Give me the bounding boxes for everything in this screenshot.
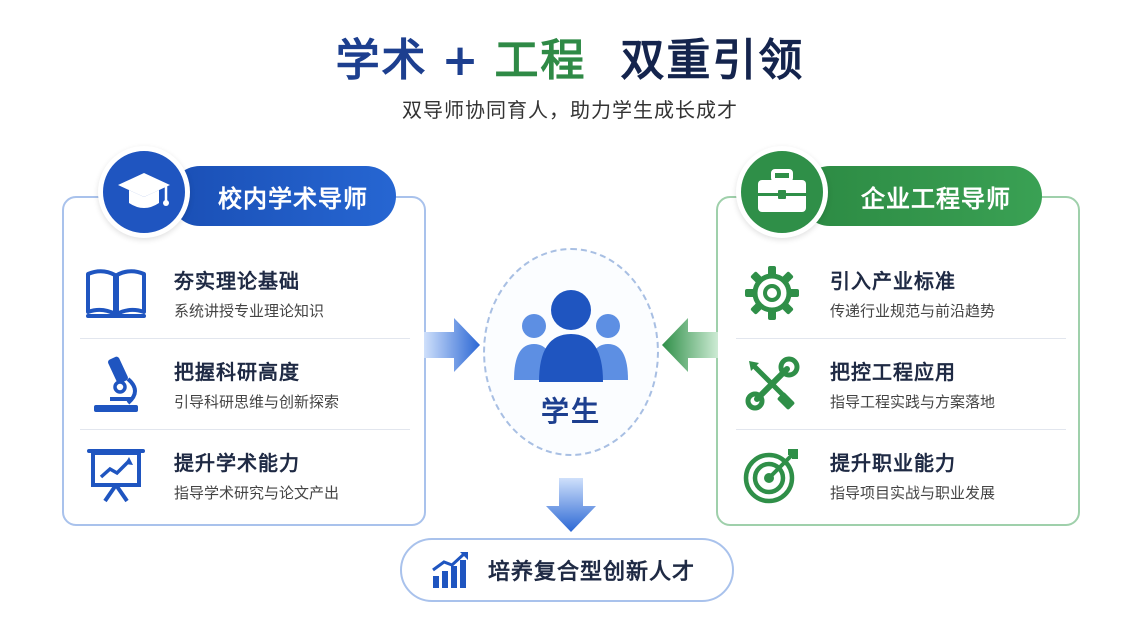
title-engineering: 工程 <box>494 35 587 86</box>
item-desc: 引导科研思维与创新探索 <box>174 393 340 411</box>
briefcase-icon <box>736 146 828 238</box>
gear-icon <box>736 257 808 329</box>
list-item: 提升学术能力 指导学术研究与论文产出 <box>80 429 410 520</box>
result-pill: 培养复合型创新人才 <box>400 538 734 602</box>
wrench-screwdriver-icon <box>736 348 808 420</box>
engineering-mentor-list: 引入产业标准 传递行业规范与前沿趋势 把控工程应用 指导工程实践与方案落地 <box>736 248 1066 520</box>
list-item: 把握科研高度 引导科研思维与创新探索 <box>80 338 410 429</box>
item-desc: 指导学术研究与论文产出 <box>174 484 340 502</box>
microscope-icon <box>80 348 152 420</box>
presentation-board-icon <box>80 439 152 511</box>
left-to-center-arrow-icon <box>424 318 480 372</box>
item-desc: 指导工程实践与方案落地 <box>830 393 996 411</box>
item-title: 提升职业能力 <box>830 451 956 475</box>
title-academic: 学术 <box>335 35 428 86</box>
item-title: 把握科研高度 <box>174 360 300 384</box>
list-item: 把控工程应用 指导工程实践与方案落地 <box>736 338 1066 429</box>
academic-mentor-list: 夯实理论基础 系统讲授专业理论知识 把握科研高度 引导科研思维与创新探索 <box>80 248 410 520</box>
growth-chart-icon <box>432 552 468 588</box>
page-title: 学术 + 工程双重引领 <box>0 24 1140 88</box>
academic-mentor-header: 校内学术导师 <box>170 166 396 226</box>
item-title: 夯实理论基础 <box>174 269 300 293</box>
list-item: 夯实理论基础 系统讲授专业理论知识 <box>80 248 410 338</box>
page-subtitle: 双导师协同育人，助力学生成长成才 <box>402 98 738 122</box>
result-label: 培养复合型创新人才 <box>488 560 696 585</box>
item-desc: 系统讲授专业理论知识 <box>174 302 325 320</box>
title-plus: + <box>441 35 481 86</box>
engineering-mentor-header: 企业工程导师 <box>800 166 1042 226</box>
item-title: 提升学术能力 <box>174 451 300 475</box>
right-to-center-arrow-icon <box>662 318 718 372</box>
list-item: 引入产业标准 传递行业规范与前沿趋势 <box>736 248 1066 338</box>
academic-mentor-panel <box>62 196 426 526</box>
student-label: 学生 <box>540 395 601 428</box>
open-book-icon <box>80 257 152 329</box>
list-item: 提升职业能力 指导项目实战与职业发展 <box>736 429 1066 520</box>
student-group-icon <box>514 290 628 382</box>
item-desc: 指导项目实战与职业发展 <box>830 484 996 502</box>
target-icon <box>736 439 808 511</box>
title-dual-lead: 双重引领 <box>620 35 805 86</box>
item-title: 引入产业标准 <box>830 269 956 293</box>
center-to-result-arrow-icon <box>546 478 596 532</box>
item-desc: 传递行业规范与前沿趋势 <box>830 302 996 320</box>
item-title: 把控工程应用 <box>830 360 956 384</box>
graduation-cap-icon <box>98 146 190 238</box>
